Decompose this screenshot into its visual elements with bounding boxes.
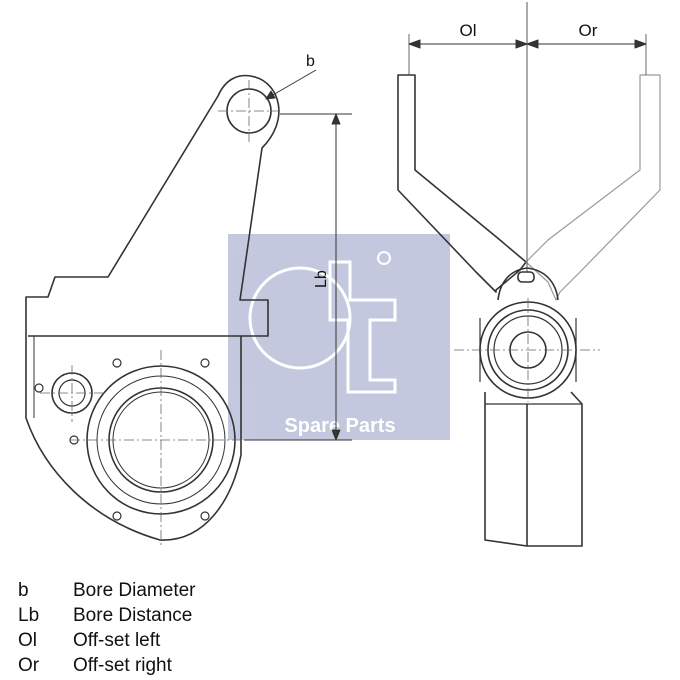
legend-key: Ol bbox=[18, 629, 37, 651]
left-center-lines bbox=[40, 80, 280, 545]
legend-desc: Off-set left bbox=[73, 629, 161, 651]
legend-key: Or bbox=[18, 654, 40, 676]
offset-dimension bbox=[408, 39, 647, 49]
right-fork-arm bbox=[525, 74, 661, 301]
legend-row-or: Or Off-set right bbox=[18, 653, 418, 678]
watermark-logo: Spare Parts bbox=[228, 234, 450, 440]
legend-row-lb: Lb Bore Distance bbox=[18, 603, 418, 628]
label-or: Or bbox=[579, 21, 598, 40]
lb-dimension bbox=[244, 113, 352, 441]
arm-outline bbox=[25, 74, 280, 541]
legend-key: Lb bbox=[18, 604, 40, 626]
slack-adjuster-side-view bbox=[25, 69, 352, 545]
legend: b Bore Diameter Lb Bore Distance Ol Off-… bbox=[18, 578, 418, 678]
legend-row-b: b Bore Diameter bbox=[18, 578, 418, 603]
legend-desc: Bore Distance bbox=[73, 604, 193, 626]
label-b: b bbox=[306, 53, 315, 70]
label-ol: Ol bbox=[460, 21, 477, 40]
lower-body bbox=[484, 391, 583, 547]
slack-adjuster-front-view bbox=[397, 2, 661, 547]
offset-extension-lines bbox=[408, 34, 647, 75]
watermark-text: Spare Parts bbox=[284, 415, 395, 437]
legend-row-ol: Ol Off-set left bbox=[18, 628, 418, 653]
bolt-holes bbox=[34, 358, 210, 521]
legend-key: b bbox=[18, 579, 29, 601]
label-lb: Lb bbox=[313, 270, 330, 288]
legend-desc: Off-set right bbox=[73, 654, 172, 676]
right-center-lines bbox=[454, 298, 600, 402]
b-leader bbox=[265, 69, 317, 100]
legend-desc: Bore Diameter bbox=[73, 579, 196, 601]
